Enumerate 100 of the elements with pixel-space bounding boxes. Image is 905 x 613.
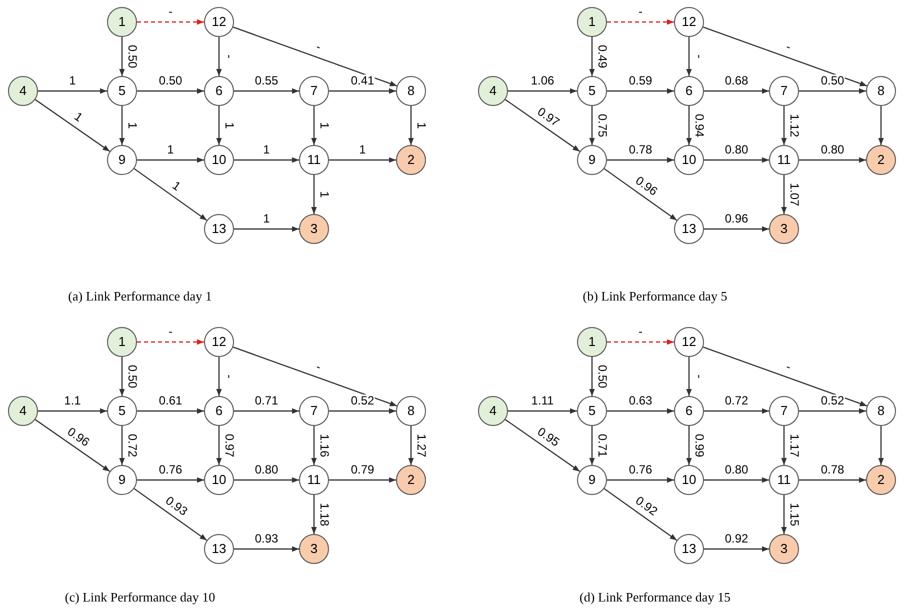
edge-label: 0.76 — [158, 464, 184, 476]
arrow — [799, 88, 866, 94]
edge-label: 1 — [358, 144, 367, 156]
arrow — [781, 495, 787, 534]
arrow — [234, 477, 299, 483]
arrow — [504, 99, 580, 152]
arrow — [799, 157, 866, 163]
edge-label: 0.50 — [126, 364, 138, 390]
arrow — [508, 408, 577, 414]
arrow — [38, 408, 107, 414]
edge-label: 1.11 — [530, 394, 555, 408]
edge-label: 0.80 — [820, 144, 846, 156]
edge-label: 0.80 — [724, 464, 750, 476]
arrow — [329, 477, 396, 483]
edge-label: 0.99 — [692, 432, 706, 458]
arrow — [137, 477, 204, 483]
edge-label: 1.27 — [414, 432, 428, 458]
arrow — [704, 408, 769, 414]
edge-label: 1 — [318, 190, 330, 199]
edge-label: 1.07 — [788, 182, 800, 208]
arrow — [607, 339, 674, 345]
arrow — [34, 99, 110, 152]
arrow — [589, 426, 595, 465]
edge-label: 1 — [68, 74, 77, 88]
arrow — [234, 157, 299, 163]
edge-label: 0.63 — [628, 394, 654, 408]
arrow — [702, 26, 868, 86]
figure-caption: (b) Link Performance day 5 — [582, 287, 728, 306]
arrow — [607, 157, 674, 163]
edge-label: 1 — [414, 121, 428, 130]
edge-label: 0.49 — [596, 44, 608, 70]
edge-label: 0.78 — [628, 144, 654, 156]
arrow — [234, 88, 299, 94]
edge-label: 0.55 — [254, 74, 280, 88]
arrow — [704, 546, 769, 552]
arrow — [686, 426, 692, 465]
arrow — [119, 37, 125, 76]
arrow — [216, 37, 222, 76]
arrow — [119, 106, 125, 145]
arrow — [504, 419, 580, 472]
edge-label: 1.15 — [788, 502, 800, 528]
arrow — [38, 88, 107, 94]
edge-label: 1 — [222, 121, 236, 130]
arrow — [234, 226, 299, 232]
edge-label: 0.71 — [254, 394, 280, 408]
arrow — [607, 408, 674, 414]
arrow — [311, 175, 317, 214]
arrow — [137, 88, 204, 94]
edge-label: 1 — [262, 212, 271, 226]
edge-label: 1 — [318, 121, 330, 130]
arrow — [704, 157, 769, 163]
edge-label: 1.12 — [788, 112, 800, 138]
edge-label: 1.06 — [530, 74, 556, 88]
arrow — [137, 339, 204, 345]
edge-label: 1.18 — [318, 502, 330, 528]
edge-label: 0.59 — [628, 74, 654, 88]
arrow — [34, 419, 110, 472]
arrow — [604, 488, 678, 541]
edge-label: 1 — [262, 144, 271, 156]
figure-caption: (a) Link Performance day 1 — [68, 287, 212, 306]
edge-label: 0.80 — [724, 144, 750, 156]
edge-label: 0.61 — [158, 394, 184, 408]
edge-label: 1.1 — [63, 394, 82, 408]
edge-label: 0.50 — [820, 74, 846, 88]
edge-label: 1.16 — [318, 432, 330, 458]
arrow — [799, 408, 866, 414]
arrow — [799, 477, 866, 483]
edge-label: 0.52 — [820, 394, 846, 408]
edge-label: 0.76 — [628, 464, 654, 476]
edge-label: 1.17 — [788, 432, 800, 458]
arrow — [408, 106, 414, 145]
edge-label: 0.78 — [820, 464, 846, 476]
edge-label: 1 — [166, 144, 175, 156]
arrow — [137, 157, 204, 163]
arrow — [704, 88, 769, 94]
arrow — [508, 88, 577, 94]
arrow — [311, 495, 317, 534]
arrow — [607, 88, 674, 94]
edge-label: 0.72 — [724, 394, 750, 408]
arrow — [137, 19, 204, 25]
arrow — [702, 346, 868, 406]
arrow — [232, 26, 398, 86]
arrow — [781, 175, 787, 214]
edge-label: 0.50 — [596, 364, 608, 390]
arrow — [234, 408, 299, 414]
arrow — [329, 408, 396, 414]
edge-label: 0.79 — [350, 464, 376, 476]
arrow — [119, 357, 125, 396]
edge-label: 0.96 — [724, 212, 750, 226]
arrow — [589, 357, 595, 396]
arrow — [704, 477, 769, 483]
edge-label: 1 — [126, 121, 138, 130]
arrow — [607, 477, 674, 483]
edge-label: 0.94 — [692, 112, 706, 138]
arrow — [604, 168, 678, 221]
arrow — [234, 546, 299, 552]
arrow — [232, 346, 398, 406]
edge-label: 0.71 — [596, 432, 608, 458]
arrow — [607, 19, 674, 25]
figure-caption: (c) Link Performance day 10 — [64, 588, 216, 606]
